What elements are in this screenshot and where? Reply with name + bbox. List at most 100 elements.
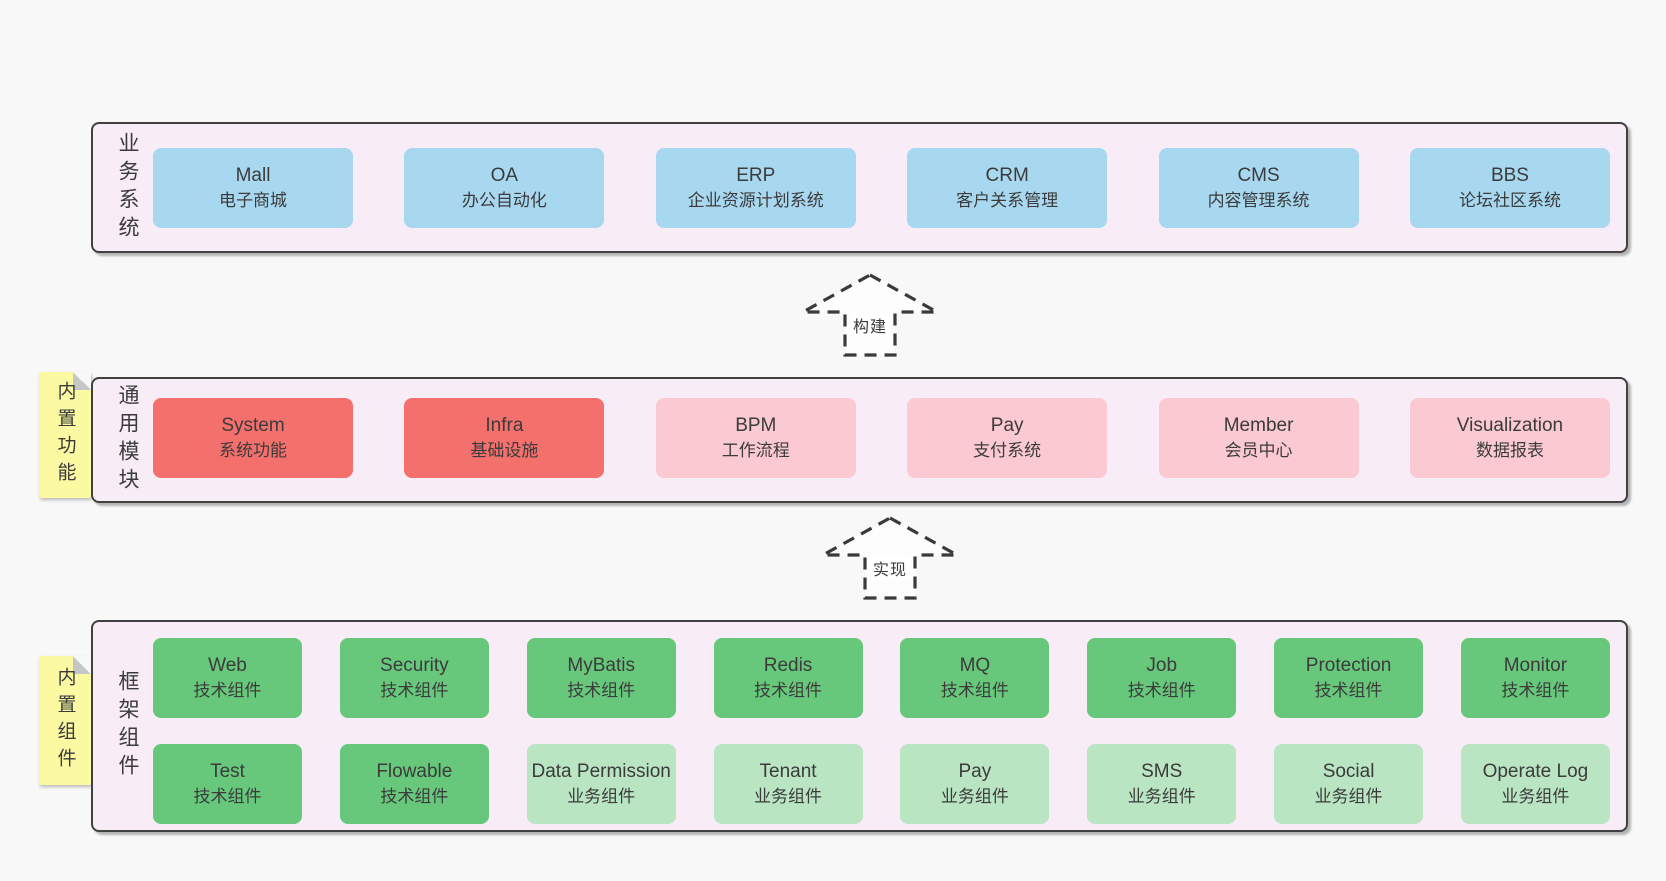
box-title: CMS bbox=[1237, 164, 1280, 186]
box-subtitle: 会员中心 bbox=[1224, 441, 1293, 461]
box-title: CRM bbox=[985, 164, 1029, 186]
components-box-row-1: Web 技术组件 Security 技术组件 MyBatis 技术组件 Redi… bbox=[153, 638, 1610, 718]
box-title: Test bbox=[210, 760, 245, 782]
box-infra: Infra 基础设施 bbox=[404, 398, 605, 478]
box-title: BPM bbox=[735, 414, 777, 436]
implement-arrow: 实现 bbox=[820, 515, 960, 601]
layer-common-modules: 通用模块 System 系统功能 Infra 基础设施 BPM 工作流程 Pay… bbox=[91, 377, 1628, 503]
box-title: Web bbox=[208, 654, 247, 676]
box-title: SMS bbox=[1141, 760, 1183, 782]
box-member: Member 会员中心 bbox=[1158, 398, 1359, 478]
box-title: Operate Log bbox=[1482, 760, 1589, 782]
layer-label-framework-components: 框架组件 bbox=[116, 670, 139, 782]
box-bpm: BPM 工作流程 bbox=[655, 398, 856, 478]
components-box-row-2: Test 技术组件 Flowable 技术组件 Data Permission … bbox=[153, 744, 1610, 824]
box-title: Data Permission bbox=[531, 760, 671, 782]
box-subtitle: 技术组件 bbox=[380, 681, 449, 701]
box-job: Job 技术组件 bbox=[1087, 638, 1237, 718]
box-subtitle: 基础设施 bbox=[470, 441, 539, 461]
box-title: Flowable bbox=[376, 760, 453, 782]
box-subtitle: 技术组件 bbox=[193, 787, 262, 807]
box-visualization: Visualization 数据报表 bbox=[1409, 398, 1610, 478]
box-monitor: Monitor 技术组件 bbox=[1460, 638, 1610, 718]
layer-label-common-modules: 通用模块 bbox=[116, 384, 139, 496]
box-subtitle: 内容管理系统 bbox=[1207, 191, 1310, 211]
box-pay: Pay 支付系统 bbox=[907, 398, 1108, 478]
box-subtitle: 支付系统 bbox=[973, 441, 1042, 461]
box-cms: CMS 内容管理系统 bbox=[1158, 148, 1359, 228]
box-title: Protection bbox=[1305, 654, 1392, 676]
box-data-permission: Data Permission 业务组件 bbox=[526, 744, 676, 824]
box-oa: OA 办公自动化 bbox=[404, 148, 605, 228]
box-mybatis: MyBatis 技术组件 bbox=[526, 638, 676, 718]
box-test: Test 技术组件 bbox=[153, 744, 302, 824]
box-title: MQ bbox=[959, 654, 991, 676]
layer-framework-components: 框架组件 Web 技术组件 Security 技术组件 MyBatis 技术组件… bbox=[91, 620, 1628, 832]
box-subtitle: 办公自动化 bbox=[461, 191, 547, 211]
box-erp: ERP 企业资源计划系统 bbox=[655, 148, 856, 228]
box-subtitle: 技术组件 bbox=[1501, 681, 1570, 701]
sticky-note-label: 内置组件 bbox=[54, 666, 76, 775]
folded-corner-icon bbox=[73, 372, 91, 390]
sticky-note-builtin-components: 内置组件 bbox=[39, 656, 91, 785]
layer-business-systems: 业务系统 Mall 电子商城 OA 办公自动化 ERP 企业资源计划系统 CRM… bbox=[91, 122, 1628, 253]
box-redis: Redis 技术组件 bbox=[713, 638, 863, 718]
box-subtitle: 技术组件 bbox=[1127, 681, 1196, 701]
box-pay-business: Pay 业务组件 bbox=[900, 744, 1050, 824]
box-subtitle: 技术组件 bbox=[193, 681, 262, 701]
box-subtitle: 技术组件 bbox=[380, 787, 449, 807]
box-system: System 系统功能 bbox=[153, 398, 353, 478]
box-subtitle: 企业资源计划系统 bbox=[687, 191, 824, 211]
box-subtitle: 业务组件 bbox=[940, 787, 1009, 807]
box-title: OA bbox=[490, 164, 519, 186]
box-title: BBS bbox=[1490, 164, 1529, 186]
box-title: Tenant bbox=[759, 760, 817, 782]
box-subtitle: 论坛社区系统 bbox=[1458, 191, 1561, 211]
folded-corner-icon bbox=[73, 656, 91, 674]
box-subtitle: 工作流程 bbox=[721, 441, 790, 461]
box-mall: Mall 电子商城 bbox=[153, 148, 353, 228]
box-subtitle: 电子商城 bbox=[219, 191, 287, 211]
box-title: System bbox=[221, 414, 285, 436]
arrow-label-build: 构建 bbox=[849, 313, 891, 337]
box-social: Social 业务组件 bbox=[1274, 744, 1424, 824]
box-operate-log: Operate Log 业务组件 bbox=[1460, 744, 1610, 824]
box-bbs: BBS 论坛社区系统 bbox=[1409, 148, 1610, 228]
box-title: Member bbox=[1223, 414, 1294, 436]
box-title: Mall bbox=[235, 164, 271, 186]
modules-box-row: System 系统功能 Infra 基础设施 BPM 工作流程 Pay 支付系统… bbox=[153, 398, 1610, 478]
box-subtitle: 技术组件 bbox=[567, 681, 636, 701]
box-title: ERP bbox=[736, 164, 776, 186]
box-crm: CRM 客户关系管理 bbox=[907, 148, 1108, 228]
box-subtitle: 数据报表 bbox=[1475, 441, 1544, 461]
box-security: Security 技术组件 bbox=[339, 638, 489, 718]
box-title: Security bbox=[380, 654, 449, 676]
layer-label-business-systems: 业务系统 bbox=[116, 131, 139, 244]
box-title: Social bbox=[1322, 760, 1375, 782]
box-sms: SMS 业务组件 bbox=[1087, 744, 1237, 824]
box-mq: MQ 技术组件 bbox=[900, 638, 1050, 718]
box-subtitle: 技术组件 bbox=[754, 681, 823, 701]
box-title: Infra bbox=[485, 414, 524, 436]
box-title: MyBatis bbox=[567, 654, 635, 676]
box-subtitle: 技术组件 bbox=[940, 681, 1009, 701]
arrow-label-implement: 实现 bbox=[869, 556, 911, 580]
box-title: Pay bbox=[990, 414, 1024, 436]
box-title: Visualization bbox=[1456, 414, 1564, 436]
box-subtitle: 系统功能 bbox=[219, 441, 287, 461]
box-protection: Protection 技术组件 bbox=[1274, 638, 1424, 718]
sticky-note-label: 内置功能 bbox=[54, 381, 76, 489]
box-subtitle: 业务组件 bbox=[1501, 787, 1570, 807]
box-title: Pay bbox=[958, 760, 992, 782]
box-title: Redis bbox=[763, 654, 813, 676]
box-subtitle: 业务组件 bbox=[1314, 787, 1383, 807]
box-subtitle: 业务组件 bbox=[1127, 787, 1196, 807]
box-subtitle: 业务组件 bbox=[754, 787, 823, 807]
box-tenant: Tenant 业务组件 bbox=[713, 744, 863, 824]
business-box-row: Mall 电子商城 OA 办公自动化 ERP 企业资源计划系统 CRM 客户关系… bbox=[153, 148, 1610, 228]
box-subtitle: 客户关系管理 bbox=[956, 191, 1059, 211]
box-subtitle: 业务组件 bbox=[567, 787, 636, 807]
build-arrow: 构建 bbox=[800, 272, 940, 358]
box-subtitle: 技术组件 bbox=[1314, 681, 1383, 701]
